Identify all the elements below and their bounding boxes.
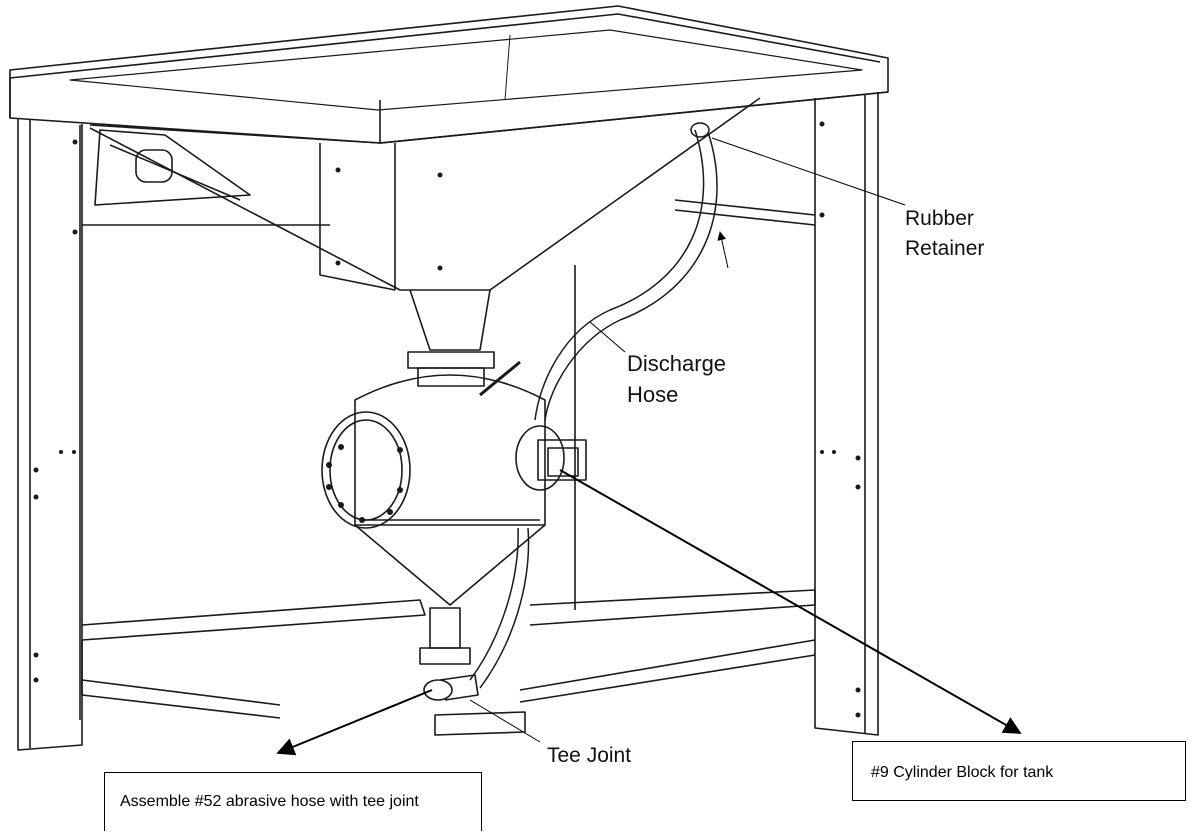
cylinder-block-callout: #9 Cylinder Block for tank bbox=[852, 741, 1186, 801]
leader-lines bbox=[276, 137, 1022, 756]
hopper-frame bbox=[9, 5, 889, 751]
abrasive-hose bbox=[469, 527, 530, 689]
rubber-retainer-label-2: Retainer bbox=[905, 237, 984, 260]
cylinder-block-text: #9 Cylinder Block for tank bbox=[871, 764, 1054, 781]
bolt-dots bbox=[33, 121, 861, 718]
tee-joint-label: Tee Joint bbox=[547, 744, 631, 767]
abrasive-hose-text: Assemble #52 abrasive hose with tee join… bbox=[120, 793, 419, 810]
discharge-hose-label-2: Hose bbox=[627, 382, 678, 407]
discharge-hose bbox=[534, 122, 718, 421]
abrasive-hose-callout: Assemble #52 abrasive hose with tee join… bbox=[104, 772, 482, 831]
rubber-retainer-label-1: Rubber bbox=[905, 207, 974, 230]
discharge-hose-label-1: Discharge bbox=[627, 351, 726, 376]
